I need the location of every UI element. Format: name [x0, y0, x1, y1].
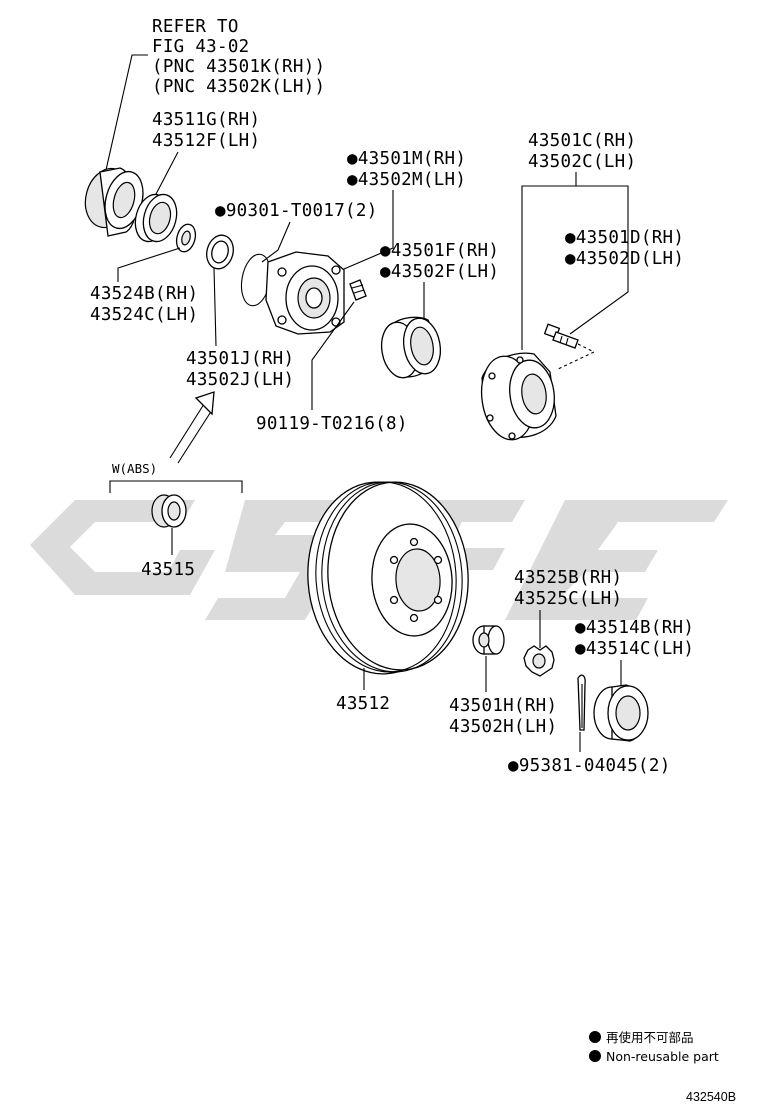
label-43524c: 43524C(LH): [90, 305, 198, 325]
hub-bolt-90119: [349, 279, 367, 301]
label-43524b: 43524B(RH): [90, 284, 198, 304]
non-reusable-dot: ●: [575, 639, 586, 659]
refer-line-4: (PNC 43502K(LH)): [152, 77, 325, 97]
direction-arrow: [169, 391, 215, 464]
ring-43501j: [206, 234, 234, 270]
label-43525c: 43525C(LH): [514, 589, 622, 609]
label-43502f: ●43502F(LH): [380, 262, 499, 282]
label-43511g: 43511G(RH): [152, 110, 260, 130]
refer-note: REFER TO FIG 43-02 (PNC 43501K(RH)) (PNC…: [105, 17, 325, 171]
label-90119: 90119-T0216(8): [256, 414, 408, 434]
non-reusable-dot-icon: [589, 1031, 601, 1043]
non-reusable-dot: ●: [380, 241, 391, 261]
sensor-rotor-43515: [151, 494, 187, 528]
label-43515: 43515: [141, 560, 195, 580]
label-90301: ●90301-T0017(2): [215, 201, 378, 221]
non-reusable-dot: ●: [565, 228, 576, 248]
label-43501d: ●43501D(RH): [565, 228, 684, 248]
label-43501m: ●43501M(RH): [347, 149, 466, 169]
label-w-abs: W(ABS): [112, 461, 157, 476]
refer-line-3: (PNC 43501K(RH)): [152, 57, 325, 77]
label-43502j: 43502J(LH): [186, 370, 294, 390]
label-43514c: ●43514C(LH): [575, 639, 694, 659]
oil-seal-outer: [84, 167, 144, 237]
hub-cap-43514b: [593, 684, 649, 742]
inner-bearing: [134, 193, 178, 243]
label-43512: 43512: [336, 694, 390, 714]
label-43502c: 43502C(LH): [528, 152, 636, 172]
label-43514b: ●43514B(RH): [575, 618, 694, 638]
non-reusable-dot: ●: [508, 756, 519, 776]
label-43501h: 43501H(RH): [449, 696, 557, 716]
non-reusable-dot: ●: [575, 618, 586, 638]
label-43512f: 43512F(LH): [152, 131, 260, 151]
legend: 再使用不可部品 Non-reusable part: [589, 1030, 719, 1064]
refer-line-1: REFER TO: [152, 17, 239, 37]
non-reusable-dot: ●: [215, 201, 226, 221]
non-reusable-dot: ●: [565, 249, 576, 269]
hub-bearing-43501f: [380, 316, 442, 379]
label-43502h: 43502H(LH): [449, 717, 557, 737]
non-reusable-dot: ●: [380, 262, 391, 282]
non-reusable-dot: ●: [347, 170, 358, 190]
label-43502m: ●43502M(LH): [347, 170, 466, 190]
label-43525b: 43525B(RH): [514, 568, 622, 588]
brake-disc-43512: [307, 481, 469, 675]
hub-stud-43501d: [543, 323, 595, 371]
non-reusable-dot: ●: [347, 149, 358, 169]
label-43501f: ●43501F(RH): [380, 241, 499, 261]
legend-english: Non-reusable part: [606, 1049, 719, 1064]
legend-japanese: 再使用不可部品: [606, 1030, 694, 1045]
nut-43501h: [472, 625, 505, 655]
label-95381: ●95381-04045(2): [508, 756, 671, 776]
refer-line-2: FIG 43-02: [152, 37, 250, 57]
label-43501c: 43501C(RH): [528, 131, 636, 151]
axle-hub-43501c: [480, 352, 557, 441]
label-43502d: ●43502D(LH): [565, 249, 684, 269]
figure-code: 432540B: [686, 1090, 736, 1104]
label-43501j: 43501J(RH): [186, 349, 294, 369]
non-reusable-dot-icon: [589, 1050, 601, 1062]
washer-43524: [175, 223, 197, 253]
lock-nut-43525b: [523, 645, 555, 677]
cotter-pin-95381: [577, 674, 586, 731]
front-axle-hub: [265, 251, 345, 335]
